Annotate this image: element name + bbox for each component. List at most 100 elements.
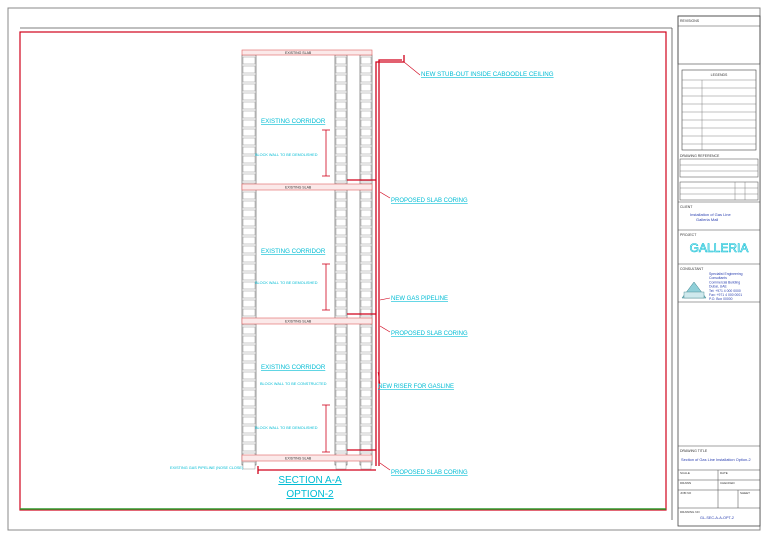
wall-block — [242, 137, 256, 146]
wall-block — [242, 155, 256, 164]
wall-block — [242, 407, 256, 416]
wall-block — [335, 236, 347, 245]
wall-block — [335, 191, 347, 200]
wall-block — [360, 155, 372, 164]
wall-block — [242, 200, 256, 209]
consultant-line: Dubai, UAE — [709, 285, 727, 289]
wall-block — [335, 353, 347, 362]
wall-block — [335, 416, 347, 425]
client-text-2: Galleria Mall — [696, 217, 718, 222]
wall-block — [335, 119, 347, 128]
label-corridor-2: EXISTING CORRIDOR — [261, 248, 326, 255]
reference-rows — [680, 164, 758, 172]
wall-block — [242, 308, 256, 317]
legends-header: LEGENDS — [711, 73, 728, 77]
wall-block — [242, 227, 256, 236]
legend-rows — [682, 79, 756, 150]
wall-block — [242, 191, 256, 200]
left-wall-blocks — [242, 56, 256, 470]
info-field-label: JOB NO — [680, 491, 692, 495]
wall-block — [242, 443, 256, 452]
wall-block — [242, 389, 256, 398]
wall-block — [360, 65, 372, 74]
wall-block — [242, 254, 256, 263]
wall-block — [335, 398, 347, 407]
wall-block — [335, 200, 347, 209]
project-label: PROJECT — [680, 233, 697, 237]
consultant-line: Fax: +971 4 000 0001 — [709, 293, 742, 297]
wall-block — [335, 461, 347, 470]
wall-block — [242, 236, 256, 245]
wall-block — [242, 425, 256, 434]
wall-block — [360, 254, 372, 263]
project-name: GALLERIA — [690, 241, 749, 255]
wall-block — [242, 101, 256, 110]
info-field-label: DATE — [720, 471, 728, 475]
wall-block — [242, 65, 256, 74]
wall-block — [360, 146, 372, 155]
label-block-wall-1: BLOCK WALL TO BE DEMOLISHED — [255, 153, 318, 157]
wall-block — [360, 290, 372, 299]
wall-block — [360, 191, 372, 200]
drawing-title: Section of Gas Line Installation Option-… — [681, 457, 751, 462]
wall-block — [360, 263, 372, 272]
consultant-lines: Specialist EngineeringConsultantsCommerc… — [709, 272, 743, 301]
wall-block — [360, 245, 372, 254]
leader-lines — [377, 61, 421, 471]
wall-block — [360, 92, 372, 101]
gas-pipe — [257, 55, 405, 474]
revisions-box — [677, 15, 761, 65]
wall-block — [360, 434, 372, 443]
label-stub-out: NEW STUB-OUT INSIDE CABOODLE CEILING — [421, 71, 554, 78]
wall-block — [360, 128, 372, 137]
wall-block — [242, 83, 256, 92]
wall-block — [242, 416, 256, 425]
wall-block — [242, 245, 256, 254]
wall-block — [335, 164, 347, 173]
consultant-line: P.O. Box 00000 — [709, 297, 733, 301]
label-block-wall-3: BLOCK WALL TO BE DEMOLISHED — [255, 426, 318, 430]
label-existing-pipeline: EXISTING GAS PIPELINE (NOSE CLOSE) — [170, 466, 244, 470]
wall-block — [335, 326, 347, 335]
wall-block — [335, 128, 347, 137]
wall-block — [360, 83, 372, 92]
info-field-label: SCALE — [680, 471, 690, 475]
wall-block — [360, 227, 372, 236]
wall-block — [360, 209, 372, 218]
wall-block — [335, 83, 347, 92]
wall-block — [242, 56, 256, 65]
wall-block — [360, 299, 372, 308]
wall-block — [360, 425, 372, 434]
wall-block — [242, 263, 256, 272]
wall-block — [335, 299, 347, 308]
consultant-label: CONSULTANT — [680, 267, 704, 271]
slab-2-label: EXISTING SLAB — [285, 320, 312, 324]
consultant-line: Consultants — [709, 276, 727, 280]
drawing-frame — [19, 31, 667, 511]
wall-block — [335, 389, 347, 398]
wall-block — [335, 344, 347, 353]
wall-block — [360, 218, 372, 227]
label-corridor-1: EXISTING CORRIDOR — [261, 118, 326, 125]
wall-block — [360, 110, 372, 119]
label-coring-1: PROPOSED SLAB CORING — [391, 198, 468, 204]
wall-block — [360, 74, 372, 83]
wall-block — [335, 443, 347, 452]
wall-block — [360, 200, 372, 209]
info-field-label: DRAWN — [680, 481, 691, 485]
wall-block — [242, 461, 256, 470]
wall-block — [360, 380, 372, 389]
wall-block — [360, 308, 372, 317]
wall-block — [242, 299, 256, 308]
wall-block — [242, 119, 256, 128]
wall-block — [242, 74, 256, 83]
section-subtitle: OPTION-2 — [286, 489, 334, 500]
wall-block — [360, 362, 372, 371]
title-block: REVISIONS LEGENDS DRAWING REFERENCE CLIE… — [677, 15, 761, 527]
drawing-title-label: DRAWING TITLE — [680, 449, 708, 453]
wall-block — [242, 362, 256, 371]
wall-block — [335, 308, 347, 317]
label-gas-pipeline: NEW GAS PIPELINE — [391, 296, 448, 302]
consultant-line: Specialist Engineering — [709, 272, 743, 276]
